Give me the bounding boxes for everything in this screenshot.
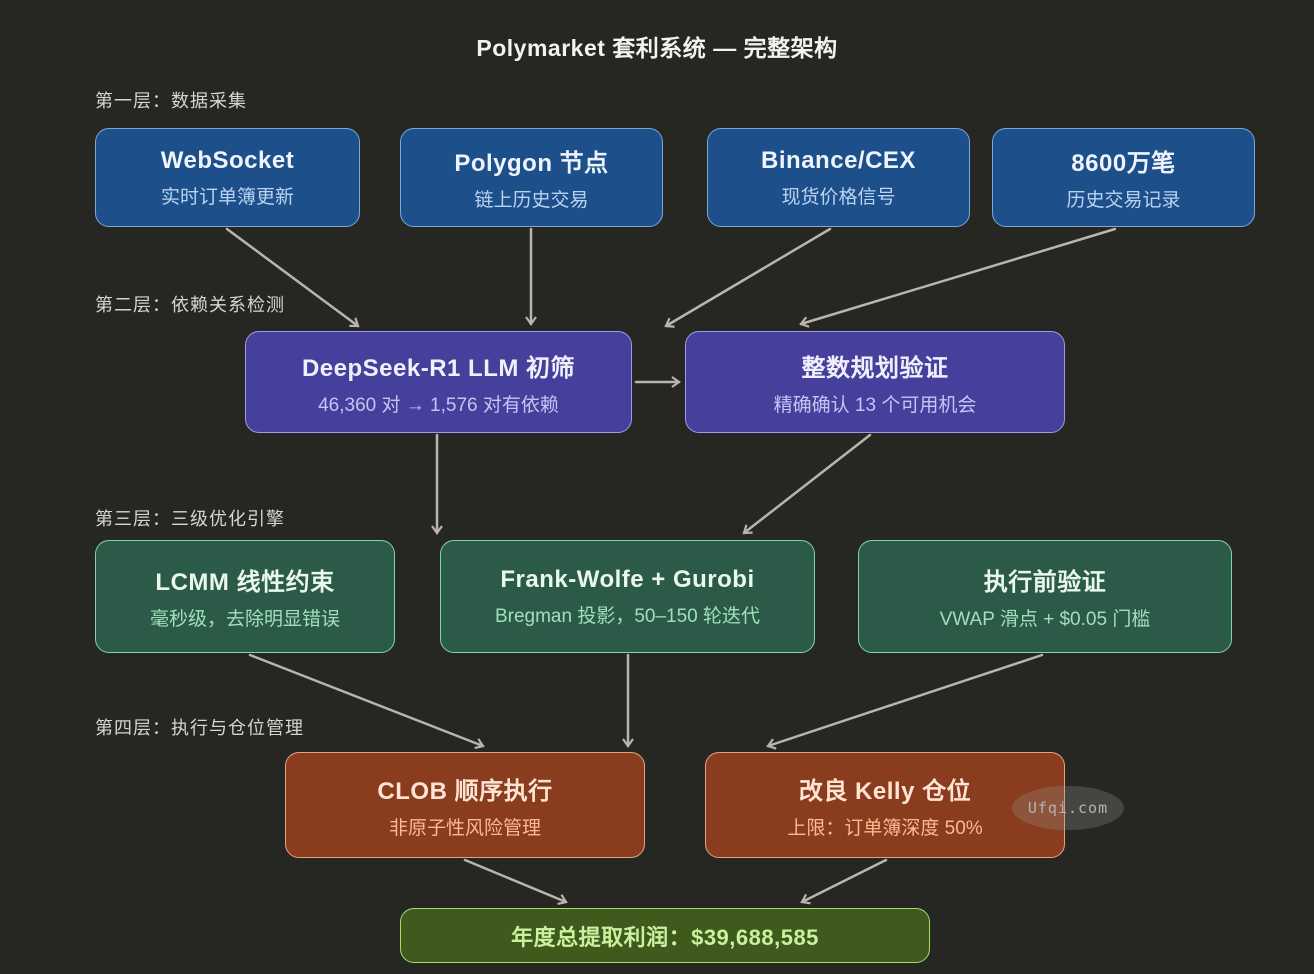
layer-label-layer-4: 第四层：执行与仓位管理 — [95, 718, 304, 738]
node-title: CLOB 顺序执行 — [377, 777, 553, 805]
node-title: DeepSeek-R1 LLM 初筛 — [301, 354, 576, 382]
layer-label-layer-3: 第三层：三级优化引擎 — [95, 509, 285, 529]
node-deepseek-llm: DeepSeek-R1 LLM 初筛 46,360 对 → 1,576 对有依赖 — [245, 331, 632, 433]
node-title: 改良 Kelly 仓位 — [798, 777, 972, 805]
node-title: Frank-Wolfe + Gurobi — [500, 565, 755, 593]
node-clob: CLOB 顺序执行非原子性风险管理 — [285, 752, 645, 858]
node-title: 执行前验证 — [983, 569, 1107, 596]
watermark: Ufqi.com — [1012, 786, 1124, 830]
node-title: 年度总提取利润：$39,688,585 — [511, 924, 819, 950]
node-subtitle: 精确确认 13 个可用机会 — [773, 394, 977, 416]
node-subtitle: 上限：订单簿深度 50% — [787, 817, 983, 839]
node-int-program: 整数规划验证精确确认 13 个可用机会 — [685, 331, 1065, 433]
node-profit: 年度总提取利润：$39,688,585 — [400, 908, 930, 963]
layer-label-layer-1: 第一层：数据采集 — [95, 91, 247, 111]
node-websocket: WebSocket 实时订单簿更新 — [95, 128, 360, 227]
node-title: Polygon 节点 — [454, 150, 609, 177]
edge-trades-86m-to-int-program — [799, 227, 1117, 328]
node-title: LCMM 线性约束 — [155, 569, 335, 596]
node-subtitle: Bregman 投影，50–150 轮迭代 — [494, 605, 761, 627]
node-subtitle: 非原子性风险管理 — [388, 817, 541, 839]
node-lcmm: LCMM 线性约束毫秒级，去除明显错误 — [95, 540, 395, 653]
node-polygon-node: Polygon 节点链上历史交易 — [400, 128, 663, 227]
node-title: 整数规划验证 — [801, 354, 949, 382]
node-title: 8600万笔 — [1071, 150, 1176, 177]
node-subtitle: VWAP 滑点 + $0.05 门槛 — [939, 609, 1151, 630]
node-kelly: 改良 Kelly 仓位上限：订单簿深度 50% — [705, 752, 1065, 858]
node-binance-cex: Binance/CEX 现货价格信号 — [707, 128, 970, 227]
node-pre-exec: 执行前验证 VWAP 滑点 + $0.05 门槛 — [858, 540, 1232, 653]
edge-binance-cex-to-deepseek-llm — [664, 227, 832, 328]
layer-label-layer-2: 第二层：依赖关系检测 — [95, 295, 285, 315]
node-title: WebSocket — [160, 146, 295, 174]
edge-kelly-to-profit — [800, 858, 888, 905]
edge-int-program-to-frank-wolfe — [742, 433, 872, 535]
node-trades-86m: 8600万笔历史交易记录 — [992, 128, 1255, 227]
node-subtitle: 历史交易记录 — [1066, 190, 1181, 211]
page-title: Polymarket 套利系统 — 完整架构 — [476, 35, 838, 61]
node-subtitle: 46,360 对 → 1,576 对有依赖 — [318, 394, 559, 416]
node-subtitle: 现货价格信号 — [781, 186, 896, 208]
node-subtitle: 实时订单簿更新 — [160, 186, 294, 208]
node-subtitle: 链上历史交易 — [474, 190, 589, 211]
node-subtitle: 毫秒级，去除明显错误 — [149, 609, 340, 630]
edge-pre-exec-to-kelly — [766, 653, 1044, 750]
node-title: Binance/CEX — [761, 146, 916, 174]
edge-clob-to-profit — [463, 858, 568, 906]
